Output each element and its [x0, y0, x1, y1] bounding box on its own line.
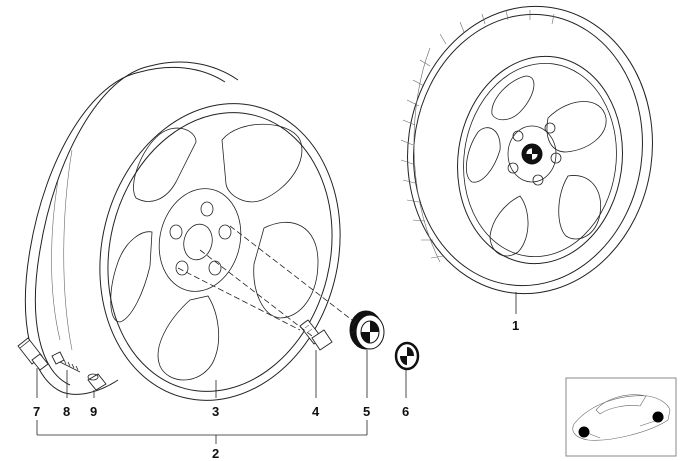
hub-cap-drawing[interactable] [349, 310, 385, 350]
callout-8: 8 [63, 404, 70, 419]
bmw-roundel-icon [521, 143, 543, 165]
wheel-with-tyre-drawing[interactable] [389, 0, 671, 310]
leader-lines [36, 292, 517, 444]
callout-7: 7 [33, 404, 40, 419]
emblem-drawing[interactable] [394, 341, 420, 371]
callout-2: 2 [212, 446, 219, 461]
car-thumbnail-icon [565, 377, 677, 457]
callout-3: 3 [212, 404, 219, 419]
valve-cap-drawing[interactable] [87, 373, 107, 391]
callout-1: 1 [512, 318, 519, 333]
wheel-bolt-drawing[interactable] [299, 319, 333, 351]
callout-9: 9 [90, 404, 97, 419]
callout-6: 6 [402, 404, 409, 419]
alloy-rim-drawing[interactable] [24, 61, 370, 426]
valve-insert-drawing[interactable] [51, 351, 81, 373]
assembly-lines [177, 225, 353, 337]
callout-4: 4 [312, 404, 320, 419]
valve-stem-drawing[interactable] [17, 337, 49, 371]
callout-5: 5 [363, 404, 370, 419]
